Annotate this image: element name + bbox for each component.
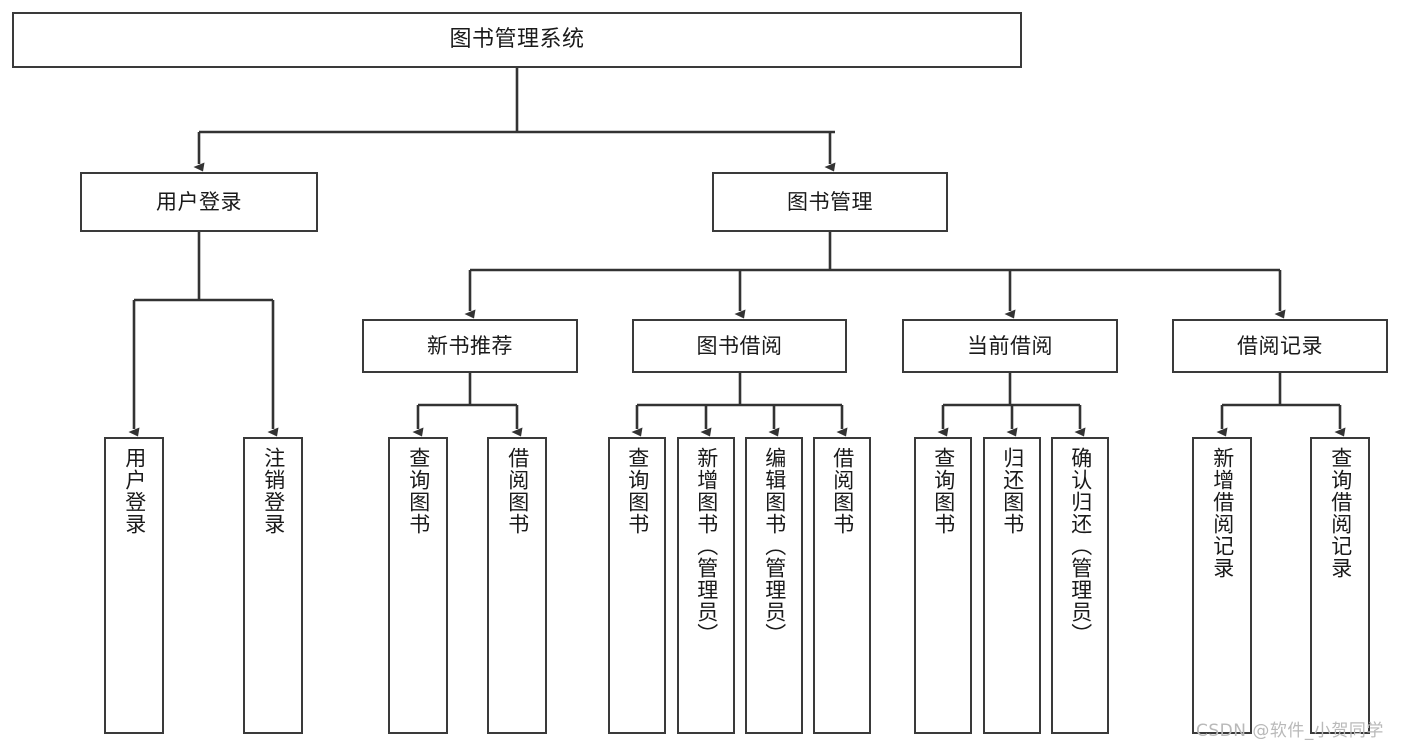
- leaf-node[interactable]: 新增图书（管理员）: [677, 437, 735, 734]
- node-book-borrow-label: 图书借阅: [696, 333, 783, 358]
- leaf-node[interactable]: 借阅图书: [813, 437, 871, 734]
- leaf-node[interactable]: 用户登录: [104, 437, 164, 734]
- leaf-node-label: 确认归还（管理员）: [1068, 447, 1093, 645]
- node-user-login[interactable]: 用户登录: [80, 172, 318, 232]
- leaf-node[interactable]: 查询图书: [388, 437, 448, 734]
- leaf-node[interactable]: 查询图书: [608, 437, 666, 734]
- leaf-node[interactable]: 归还图书: [983, 437, 1041, 734]
- node-book-borrow[interactable]: 图书借阅: [632, 319, 847, 373]
- leaf-node[interactable]: 查询借阅记录: [1310, 437, 1370, 734]
- leaf-node-label: 编辑图书（管理员）: [762, 447, 787, 645]
- leaf-node-label: 查询图书: [406, 447, 431, 535]
- leaf-node[interactable]: 确认归还（管理员）: [1051, 437, 1109, 734]
- node-current-borrow[interactable]: 当前借阅: [902, 319, 1118, 373]
- leaf-node[interactable]: 注销登录: [243, 437, 303, 734]
- leaf-node-label: 查询图书: [625, 447, 650, 535]
- leaf-node[interactable]: 新增借阅记录: [1192, 437, 1252, 734]
- leaf-node[interactable]: 编辑图书（管理员）: [745, 437, 803, 734]
- node-book-management[interactable]: 图书管理: [712, 172, 948, 232]
- node-book-management-label: 图书管理: [787, 189, 873, 214]
- leaf-node-label: 新增图书（管理员）: [694, 447, 719, 645]
- node-user-login-label: 用户登录: [156, 189, 242, 214]
- node-root[interactable]: 图书管理系统: [12, 12, 1022, 68]
- node-new-book-recommendation[interactable]: 新书推荐: [362, 319, 578, 373]
- leaf-node-label: 借阅图书: [505, 447, 530, 535]
- leaf-node-label: 新增借阅记录: [1210, 447, 1235, 579]
- node-current-borrow-label: 当前借阅: [967, 333, 1053, 358]
- leaf-node-label: 查询借阅记录: [1328, 447, 1353, 579]
- node-new-book-recommendation-label: 新书推荐: [427, 333, 513, 358]
- leaf-node-label: 用户登录: [122, 447, 147, 535]
- node-borrow-records[interactable]: 借阅记录: [1172, 319, 1388, 373]
- leaf-node-label: 归还图书: [1000, 447, 1025, 535]
- leaf-node-label: 查询图书: [931, 447, 956, 535]
- leaf-node-label: 借阅图书: [830, 447, 855, 535]
- leaf-node-label: 注销登录: [261, 447, 286, 535]
- node-root-label: 图书管理系统: [449, 27, 585, 53]
- csdn-watermark: CSDN @软件_小贺同学: [1196, 721, 1384, 741]
- leaf-node[interactable]: 查询图书: [914, 437, 972, 734]
- node-borrow-records-label: 借阅记录: [1237, 333, 1323, 358]
- leaf-node[interactable]: 借阅图书: [487, 437, 547, 734]
